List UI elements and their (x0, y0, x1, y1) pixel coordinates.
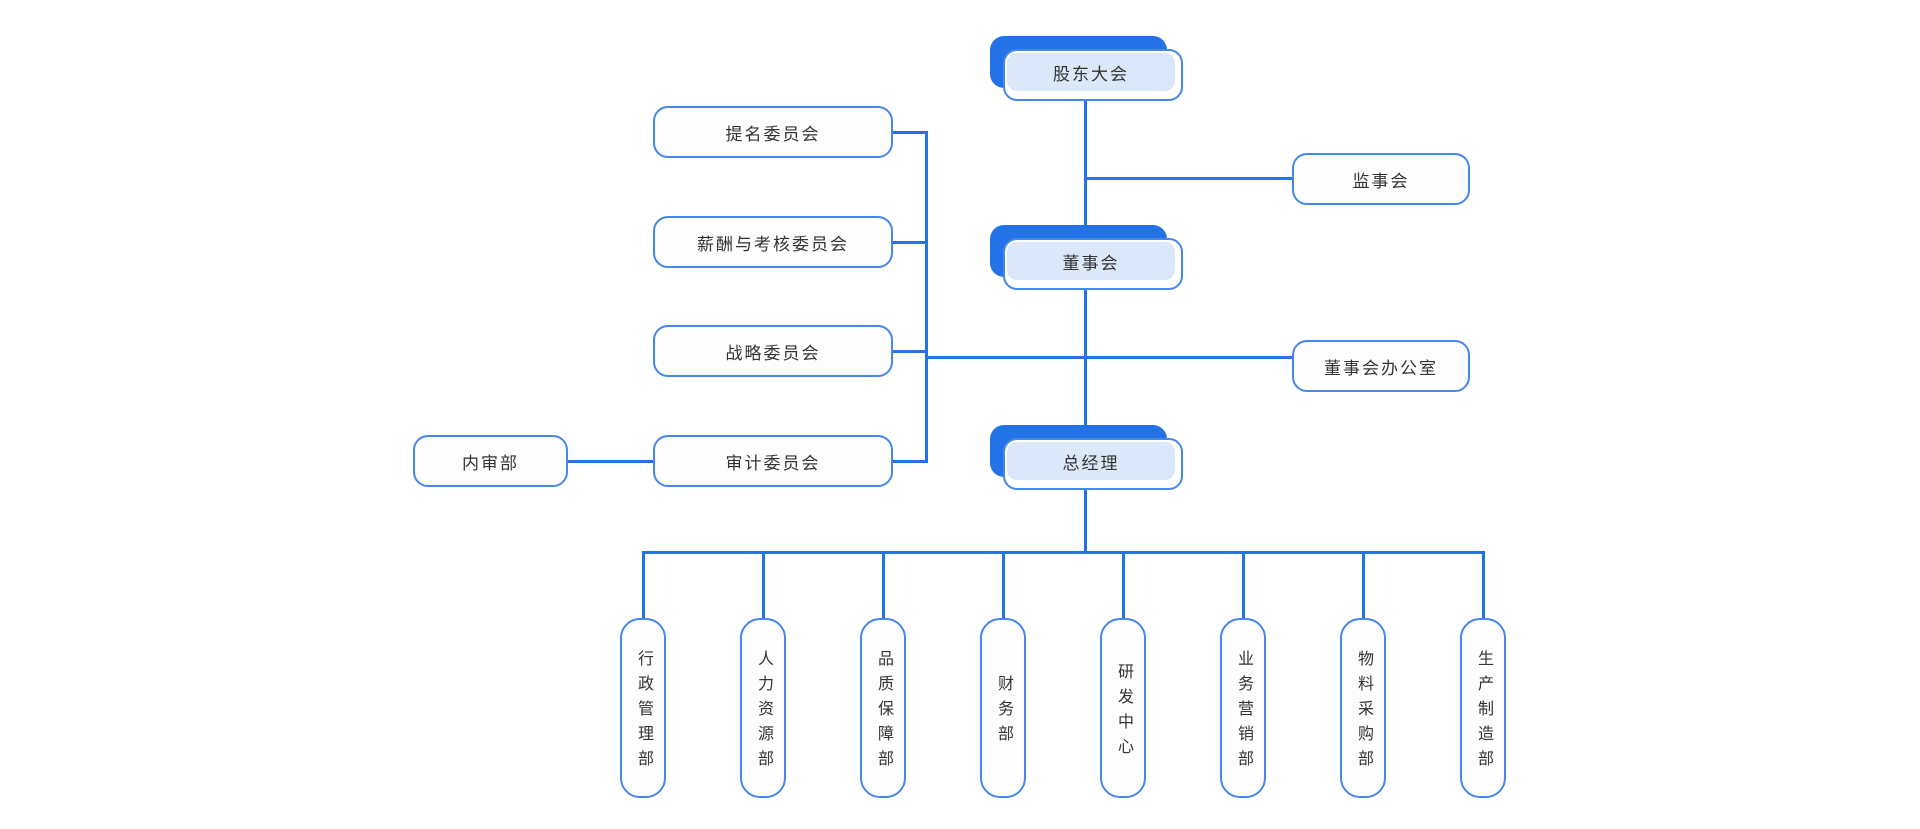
node-label: 生产制造部 (1475, 650, 1492, 775)
node-label: 业务营销部 (1235, 650, 1252, 775)
node-label: 董事会 (1007, 242, 1175, 280)
node-label: 人力资源部 (755, 650, 772, 775)
connector-committee-nomination (893, 131, 927, 134)
connector-committee-compensation (893, 241, 927, 244)
node-general-manager: 总经理 (990, 425, 1183, 490)
node-department-manufacturing: 生产制造部 (1460, 618, 1506, 798)
connector-drop-dept-6 (1242, 552, 1245, 618)
node-label: 财务部 (995, 675, 1012, 750)
connector-internal-audit (568, 460, 653, 463)
connector-committee-strategy (893, 350, 927, 353)
node-committee-audit: 审计委员会 (653, 435, 893, 487)
node-internal-audit: 内审部 (413, 435, 568, 487)
node-shareholders-meeting: 股东大会 (990, 36, 1183, 101)
node-label: 股东大会 (1007, 53, 1175, 91)
node-front: 总经理 (1003, 438, 1183, 490)
connector-board-office-branch (926, 356, 1292, 359)
node-committee-strategy: 战略委员会 (653, 325, 893, 377)
connector-shareholders-board (1084, 101, 1087, 238)
node-department-quality: 品质保障部 (860, 618, 906, 798)
node-department-admin: 行政管理部 (620, 618, 666, 798)
node-label: 研发中心 (1115, 662, 1132, 763)
connector-supervisory-branch (1085, 177, 1292, 180)
connector-drop-dept-5 (1122, 552, 1125, 618)
node-label: 行政管理部 (635, 650, 652, 775)
connector-committee-audit (893, 460, 927, 463)
connector-gm-departments (1084, 490, 1087, 554)
node-committee-compensation: 薪酬与考核委员会 (653, 216, 893, 268)
node-department-hr: 人力资源部 (740, 618, 786, 798)
connector-board-gm (1084, 290, 1087, 438)
connector-drop-dept-7 (1362, 552, 1365, 618)
node-department-rnd: 研发中心 (1100, 618, 1146, 798)
node-label: 总经理 (1007, 442, 1175, 480)
node-department-finance: 财务部 (980, 618, 1026, 798)
node-front: 股东大会 (1003, 49, 1183, 101)
connector-drop-dept-8 (1482, 552, 1485, 618)
node-committee-nomination: 提名委员会 (653, 106, 893, 158)
node-board-office: 董事会办公室 (1292, 340, 1470, 392)
connector-drop-dept-2 (762, 552, 765, 618)
connector-drop-dept-4 (1002, 552, 1005, 618)
node-label: 品质保障部 (875, 650, 892, 775)
node-department-procurement: 物料采购部 (1340, 618, 1386, 798)
connector-departments-distributor (642, 551, 1485, 554)
node-department-marketing: 业务营销部 (1220, 618, 1266, 798)
node-board-of-directors: 董事会 (990, 225, 1183, 290)
connector-drop-dept-3 (882, 552, 885, 618)
node-front: 董事会 (1003, 238, 1183, 290)
connector-drop-dept-1 (642, 552, 645, 618)
node-label: 物料采购部 (1355, 650, 1372, 775)
node-supervisory-board: 监事会 (1292, 153, 1470, 205)
connector-committee-spine (925, 131, 928, 463)
